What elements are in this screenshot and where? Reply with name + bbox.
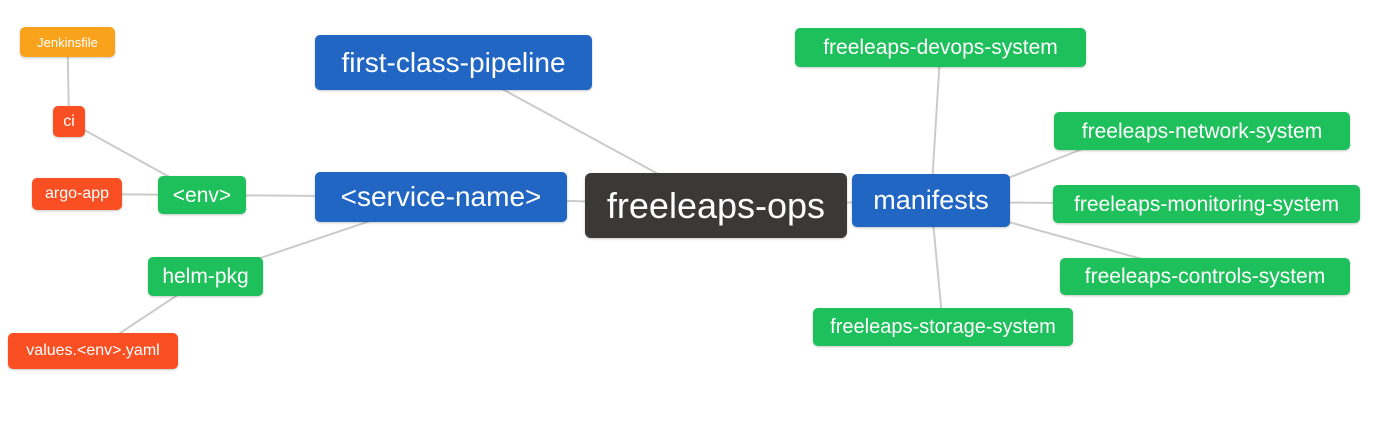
node-freeleaps-network-system[interactable]: freeleaps-network-system [1054, 112, 1350, 150]
node-service-name[interactable]: <service-name> [315, 172, 567, 222]
node-freeleaps-devops-system[interactable]: freeleaps-devops-system [795, 28, 1086, 67]
node-argo-app[interactable]: argo-app [32, 178, 122, 210]
node-ci[interactable]: ci [53, 106, 85, 137]
node-env[interactable]: <env> [158, 176, 246, 214]
node-freeleaps-monitoring-system[interactable]: freeleaps-monitoring-system [1053, 185, 1360, 223]
node-freeleaps-controls-system[interactable]: freeleaps-controls-system [1060, 258, 1350, 295]
edge-manifests-network-system [1007, 147, 1086, 179]
node-jenkinsfile[interactable]: Jenkinsfile [20, 27, 115, 57]
node-freeleaps-storage-system[interactable]: freeleaps-storage-system [813, 308, 1073, 346]
node-helm-pkg[interactable]: helm-pkg [148, 257, 263, 296]
node-values-env-yaml[interactable]: values.<env>.yaml [8, 333, 178, 369]
node-first-class-pipeline[interactable]: first-class-pipeline [315, 35, 592, 90]
node-freeleaps-ops-root[interactable]: freeleaps-ops [585, 173, 847, 238]
node-manifests[interactable]: manifests [852, 174, 1010, 227]
